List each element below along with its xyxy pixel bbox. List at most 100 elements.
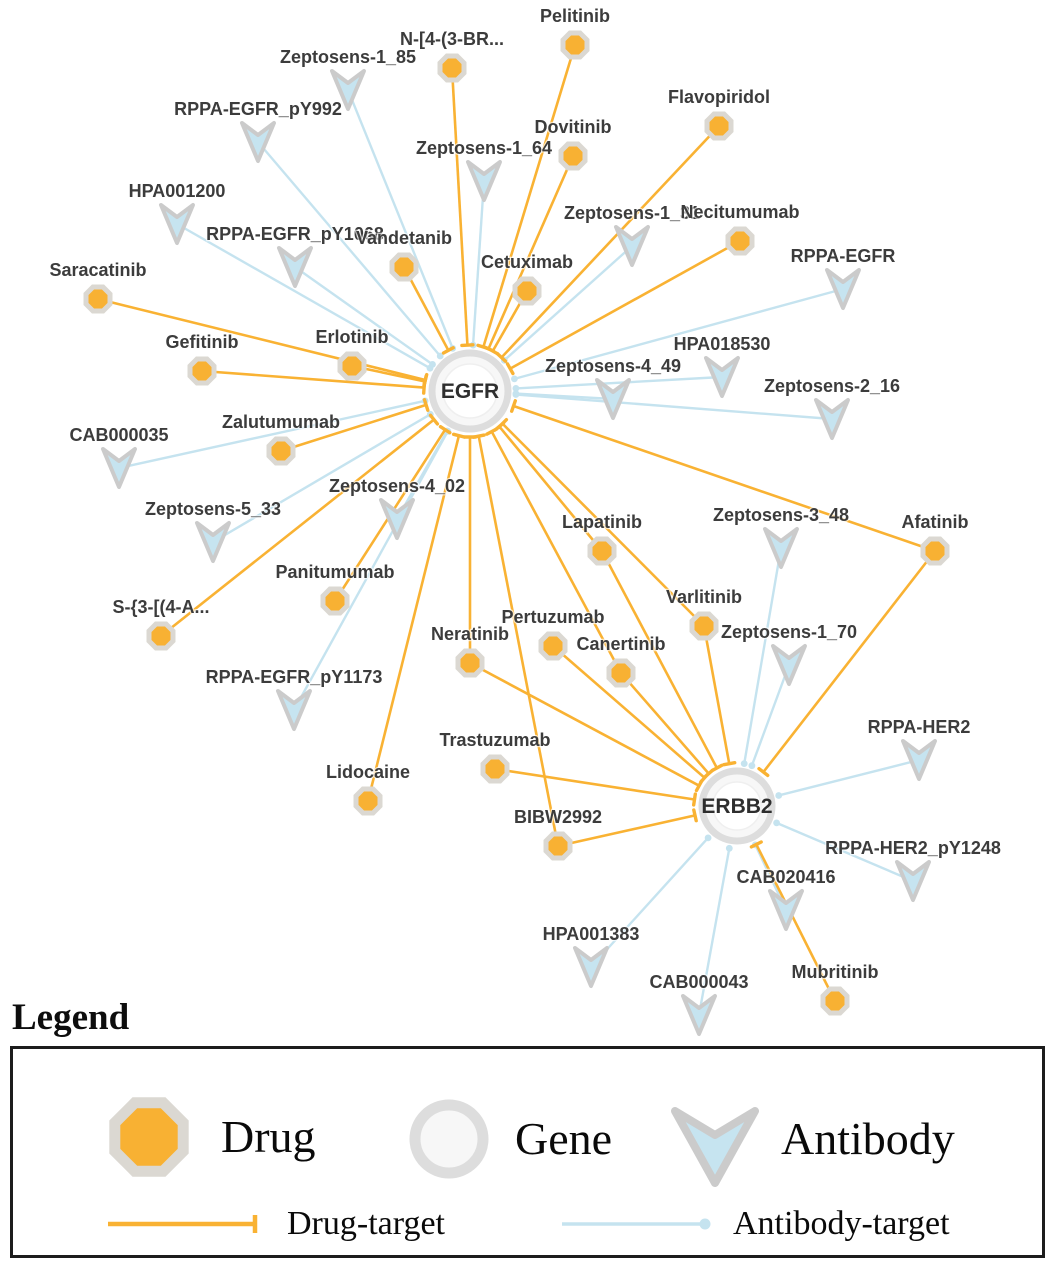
antibody-edge-dot xyxy=(740,760,748,767)
node-label-cetuximab: Cetuximab xyxy=(481,252,573,272)
antibody-node-cab000035[interactable] xyxy=(101,447,137,489)
antibody-edge-dot xyxy=(748,762,756,770)
antibody-edge-hpa001383-erbb2 xyxy=(590,837,710,968)
antibody-node-rppa-egfr-py1173[interactable] xyxy=(276,689,312,731)
drug-node-canertinib[interactable] xyxy=(606,658,636,688)
node-label-canertinib: Canertinib xyxy=(576,634,665,654)
legend-label-drug-target: Drug-target xyxy=(287,1205,445,1242)
drug-node-varlitinib[interactable] xyxy=(689,611,719,641)
drug-edge-lidocaine-egfr xyxy=(366,435,461,802)
network-canvas[interactable]: Zeptosens-1_85RPPA-EGFR_pY992HPA001200RP… xyxy=(0,0,1059,1042)
node-label-cab020416: CAB020416 xyxy=(736,867,835,887)
antibody-edge-zeptosens-1-64-egfr xyxy=(471,180,486,346)
antibody-node-hpa018530[interactable] xyxy=(704,356,740,398)
drug-node-panitumumab[interactable] xyxy=(320,586,350,616)
antibody-node-rppa-egfr-py992[interactable] xyxy=(240,121,276,163)
antibody-edge-dot xyxy=(511,375,518,383)
drug-edge-flavopiridol-egfr xyxy=(500,125,720,359)
antibody-node-hpa001383[interactable] xyxy=(573,946,609,988)
node-label-trastuzumab: Trastuzumab xyxy=(439,730,550,750)
drug-edge-tee xyxy=(757,767,770,778)
node-label-rppa-egfr-py1068: RPPA-EGFR_pY1068 xyxy=(206,224,384,244)
drug-node-erlotinib[interactable] xyxy=(337,351,367,381)
node-label-rppa-egfr-py992: RPPA-EGFR_pY992 xyxy=(174,99,342,119)
drug-node-s-3-4-a[interactable] xyxy=(146,621,176,651)
legend-box: Drug Gene Antibody Drug-target xyxy=(10,1046,1045,1258)
node-label-lapatinib: Lapatinib xyxy=(562,512,642,532)
antibody-node-rppa-her2[interactable] xyxy=(901,739,937,781)
drug-edge-varlitinib-erbb2 xyxy=(702,625,731,764)
drug-edge-gefitinib-egfr xyxy=(201,369,425,389)
drug-node-cetuximab[interactable] xyxy=(512,276,542,306)
gene-node-inner-egfr xyxy=(442,363,498,419)
antibody-node-hpa001200[interactable] xyxy=(159,203,195,245)
drug-edges-layer xyxy=(97,44,937,1002)
antibody-node-zeptosens-3-48[interactable] xyxy=(763,527,799,569)
drug-node-flavopiridol[interactable] xyxy=(704,111,734,141)
node-label-cab000035: CAB000035 xyxy=(69,425,168,445)
drug-node-icon xyxy=(109,1097,189,1177)
node-label-cab000043: CAB000043 xyxy=(649,972,748,992)
drug-node-lidocaine[interactable] xyxy=(353,786,383,816)
drug-edge-tee xyxy=(692,792,697,807)
labels-layer: Zeptosens-1_85RPPA-EGFR_pY992HPA001200RP… xyxy=(48,5,1002,994)
antibody-edge-zeptosens-1-85-egfr xyxy=(346,89,454,349)
antibody-node-zeptosens-2-16[interactable] xyxy=(814,398,850,440)
node-label-zeptosens-2-16: Zeptosens-2_16 xyxy=(764,376,900,396)
drug-node-necitumumab[interactable] xyxy=(725,226,755,256)
node-label-hpa018530: HPA018530 xyxy=(674,334,771,354)
antibody-node-zeptosens-4-49[interactable] xyxy=(595,378,631,420)
drug-edge-n-4-3-br-egfr xyxy=(450,67,469,346)
drug-node-vandetanib[interactable] xyxy=(389,252,419,282)
drug-edge-lapatinib-egfr xyxy=(498,425,604,552)
node-label-zeptosens-5-33: Zeptosens-5_33 xyxy=(145,499,281,519)
legend-heading: Legend xyxy=(12,997,130,1038)
drug-node-mubritinib[interactable] xyxy=(820,986,850,1016)
antibody-node-zeptosens-5-33[interactable] xyxy=(195,521,231,563)
node-label-rppa-her2: RPPA-HER2 xyxy=(868,717,971,737)
drug-node-pelitinib[interactable] xyxy=(560,30,590,60)
legend-label-drug: Drug xyxy=(221,1111,316,1162)
antibody-edge-dot xyxy=(512,391,520,398)
antibody-node-rppa-her2-py1248[interactable] xyxy=(895,860,931,902)
antibody-node-cab020416[interactable] xyxy=(768,889,804,931)
node-label-lidocaine: Lidocaine xyxy=(326,762,410,782)
node-label-rppa-egfr-py1173: RPPA-EGFR_pY1173 xyxy=(206,667,383,687)
antibody-edge-rppa-egfr-py1173-egfr xyxy=(292,430,449,711)
node-label-bibw2992: BIBW2992 xyxy=(514,807,602,827)
drug-edge-canertinib-erbb2 xyxy=(620,672,710,775)
drug-node-gefitinib[interactable] xyxy=(187,356,217,386)
antibody-node-zeptosens-4-02[interactable] xyxy=(379,498,415,540)
antibody-edge-rppa-egfr-py1068-egfr xyxy=(294,266,434,366)
drug-node-dovitinib[interactable] xyxy=(558,141,588,171)
legend-item-antibody: Antibody xyxy=(665,1089,955,1189)
antibody-node-rppa-egfr[interactable] xyxy=(825,268,861,310)
drug-node-neratinib[interactable] xyxy=(455,648,485,678)
drug-edge-neratinib-erbb2 xyxy=(469,661,700,787)
node-label-zeptosens-1-64: Zeptosens-1_64 xyxy=(416,138,552,158)
drug-edge-pelitinib-egfr xyxy=(482,44,577,348)
antibody-node-zeptosens-1-70[interactable] xyxy=(771,644,807,686)
antibody-node-zeptosens-1-31[interactable] xyxy=(614,225,650,267)
drug-node-afatinib[interactable] xyxy=(920,536,950,566)
drug-node-zalutumumab[interactable] xyxy=(266,436,296,466)
drug-node-n-4-3-br[interactable] xyxy=(437,53,467,83)
node-label-zeptosens-4-49: Zeptosens-4_49 xyxy=(545,356,681,376)
antibody-node-zeptosens-1-85[interactable] xyxy=(330,69,366,111)
nodes-layer xyxy=(83,30,950,1036)
legend-item-drug: Drug xyxy=(101,1089,316,1185)
drug-node-bibw2992[interactable] xyxy=(543,831,573,861)
node-label-vandetanib: Vandetanib xyxy=(356,228,452,248)
legend-label-antibody-target: Antibody-target xyxy=(733,1205,950,1242)
drug-node-pertuzumab[interactable] xyxy=(538,631,568,661)
drug-node-saracatinib[interactable] xyxy=(83,284,113,314)
node-label-dovitinib: Dovitinib xyxy=(535,117,612,137)
antibody-node-cab000043[interactable] xyxy=(681,994,717,1036)
drug-node-lapatinib[interactable] xyxy=(587,536,617,566)
antibody-edge-dot xyxy=(699,1218,711,1230)
antibody-node-rppa-egfr-py1068[interactable] xyxy=(277,246,313,288)
antibody-edge-zeptosens-1-70-erbb2 xyxy=(750,664,791,767)
antibody-node-zeptosens-1-64[interactable] xyxy=(466,160,502,202)
drug-node-trastuzumab[interactable] xyxy=(480,754,510,784)
